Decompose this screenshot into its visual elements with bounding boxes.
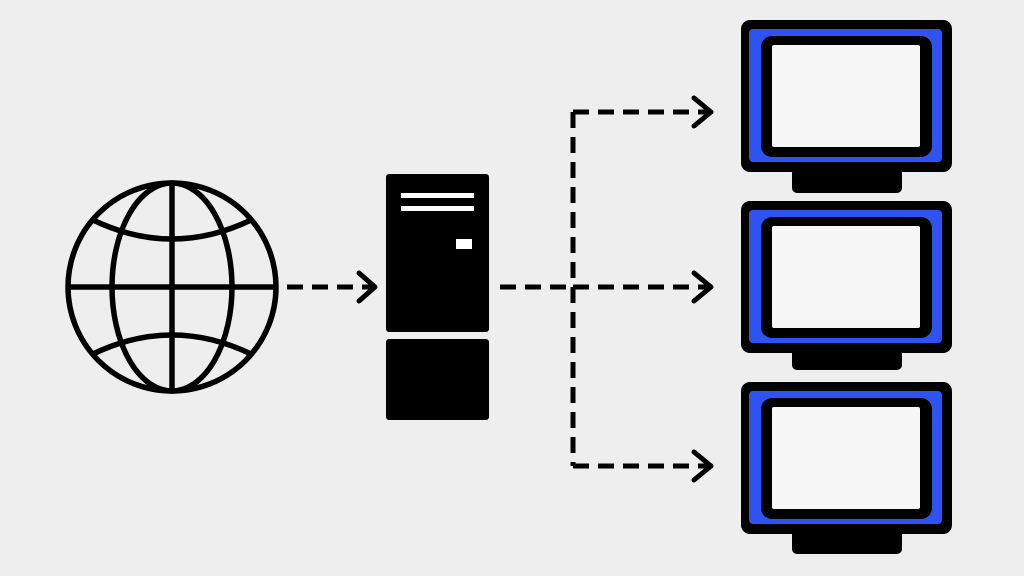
server-drive-bay (401, 206, 474, 211)
monitor-stand (792, 168, 902, 193)
server-tower-icon (386, 174, 489, 420)
monitor-icon (741, 201, 952, 370)
monitor-icon (741, 20, 952, 193)
monitor-icon (741, 382, 952, 554)
monitor-screen (772, 407, 920, 509)
monitor-stand (792, 528, 902, 554)
arrow-head (691, 95, 714, 129)
monitor-screen (772, 45, 920, 147)
server-drive-bay (401, 193, 474, 198)
server-status-light (456, 239, 472, 249)
monitor-screen (772, 226, 920, 328)
arrow-head (356, 270, 378, 304)
server-upper-case (386, 174, 489, 332)
globe-icon (65, 180, 279, 394)
connector-lines (287, 95, 714, 483)
server-lower-case (386, 339, 489, 420)
arrow-head (691, 449, 714, 483)
arrow-head (691, 270, 714, 304)
